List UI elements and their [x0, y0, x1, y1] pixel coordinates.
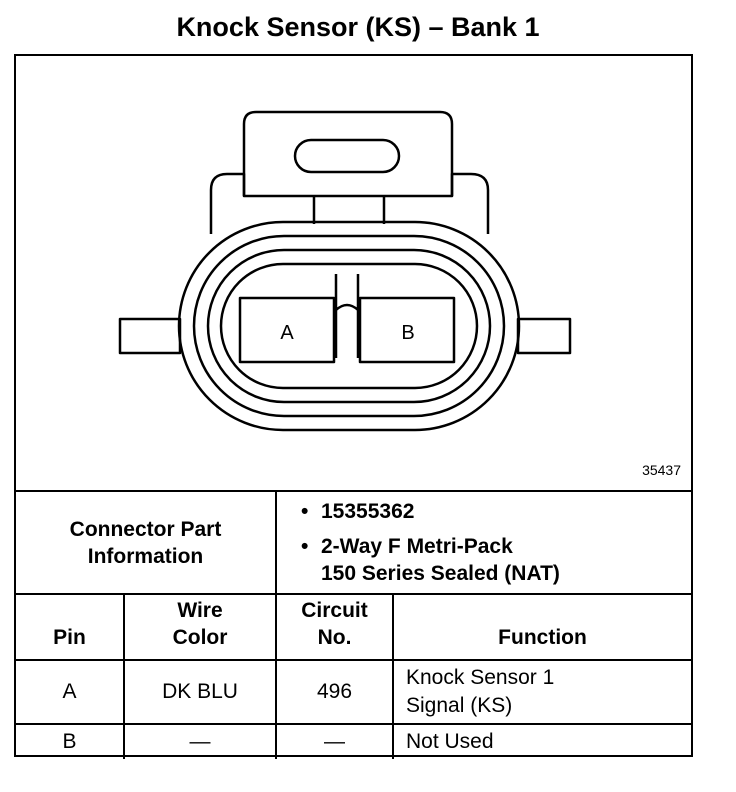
latch-stem — [312, 196, 386, 224]
inner-oval — [206, 248, 492, 404]
connector-info-row: Connector Part Information 15355362 2-Wa… — [16, 490, 692, 595]
connector-info-values: 15355362 2-Way F Metri-Pack 150 Series S… — [274, 490, 692, 595]
header-circuit: Circuit No. — [275, 593, 394, 661]
circuit-cell: 496 — [275, 659, 394, 725]
function-cell: Knock Sensor 1 Signal (KS) — [391, 659, 692, 725]
middle-oval — [192, 234, 506, 418]
center-key — [334, 274, 360, 358]
connector-diagram: A B — [118, 110, 572, 432]
latch-slot — [293, 138, 401, 174]
latch-body — [242, 110, 454, 196]
table-row: B — — Not Used — [16, 723, 692, 759]
terminal-a-label: A — [280, 322, 294, 344]
table-header-row: Pin Wire Color Circuit No. Function — [16, 593, 692, 661]
terminal-b-box — [358, 296, 456, 364]
connector-hood — [209, 172, 490, 234]
page-title: Knock Sensor (KS) – Bank 1 — [176, 12, 540, 42]
header-pin: Pin — [16, 593, 125, 661]
wire-color-cell: — — [123, 723, 277, 759]
table-row: A DK BLU 496 Knock Sensor 1 Signal (KS) — [16, 659, 692, 725]
cavity-oval — [219, 262, 479, 390]
part-number: 15355362 — [301, 498, 691, 525]
pinout-table: Connector Part Information 15355362 2-Wa… — [16, 490, 692, 759]
header-wire-color: Wire Color — [123, 593, 277, 661]
connector-description: 2-Way F Metri-Pack 150 Series Sealed (NA… — [301, 533, 691, 587]
circuit-cell: — — [275, 723, 394, 759]
left-tab — [118, 317, 182, 355]
connector-frame: A B 35437 Connector Part Information 153… — [14, 54, 693, 759]
pin-cell: B — [16, 723, 125, 759]
wire-color-cell: DK BLU — [123, 659, 277, 725]
right-tab — [516, 317, 572, 355]
figure-number: 35437 — [642, 462, 681, 478]
terminal-a-box — [238, 296, 336, 364]
terminal-b-label: B — [401, 322, 414, 344]
connector-info-label: Connector Part Information — [16, 490, 277, 595]
function-cell: Not Used — [391, 723, 692, 759]
pin-cell: A — [16, 659, 125, 725]
header-function: Function — [391, 593, 692, 661]
